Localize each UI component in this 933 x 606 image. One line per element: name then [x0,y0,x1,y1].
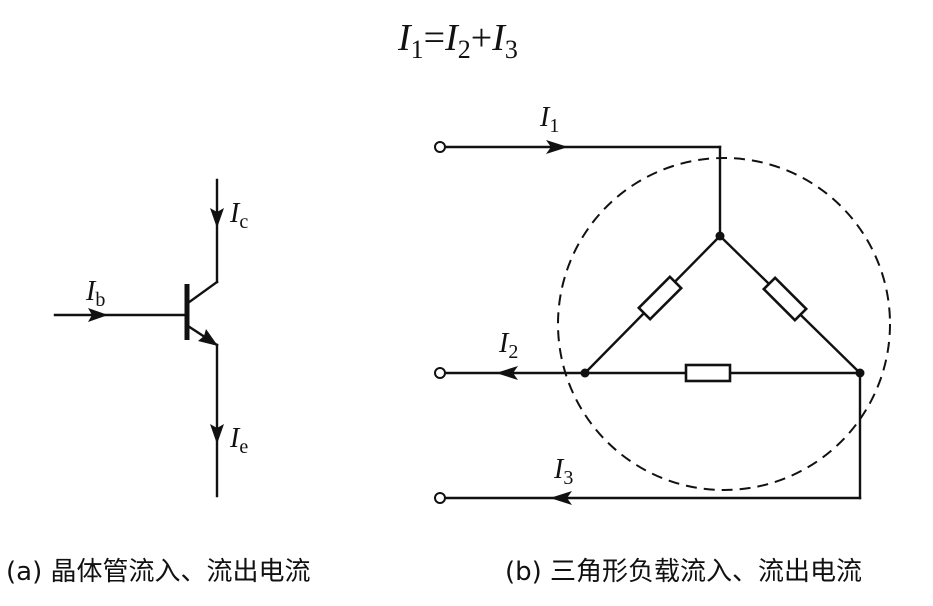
collector-diagonal [186,280,219,305]
resistor-bottom [684,363,732,383]
terminal-2 [434,367,446,379]
label-I1: I1 [539,102,559,137]
resistor-left [636,274,684,322]
equation: I1=I2+I3 [397,17,518,64]
base-current-arrow [88,308,108,322]
label-Ic: Ic [229,198,248,233]
collector-current-arrow [210,208,224,228]
caption-b: (b) 三角形负载流入、流出电流 [505,557,862,587]
line3-arrow [550,491,572,505]
transistor-diagram: Ib Ic Ie [53,178,248,498]
label-Ie: Ie [229,423,248,458]
label-I2: I2 [498,328,518,363]
emitter-current-arrow [210,424,224,444]
delta-load-diagram: I1 I2 I3 [434,102,891,505]
dashed-enclosure [557,157,891,491]
caption-a: (a) 晶体管流入、流出电流 [6,557,311,587]
resistor-right [761,275,809,323]
node-top [715,231,725,241]
terminal-1 [434,141,446,153]
terminal-3 [434,492,446,504]
line1-arrow [546,140,568,154]
label-I3: I3 [553,454,573,489]
label-Ib: Ib [85,276,105,311]
emitter-arrow [198,329,218,346]
line2-arrow [496,366,518,380]
